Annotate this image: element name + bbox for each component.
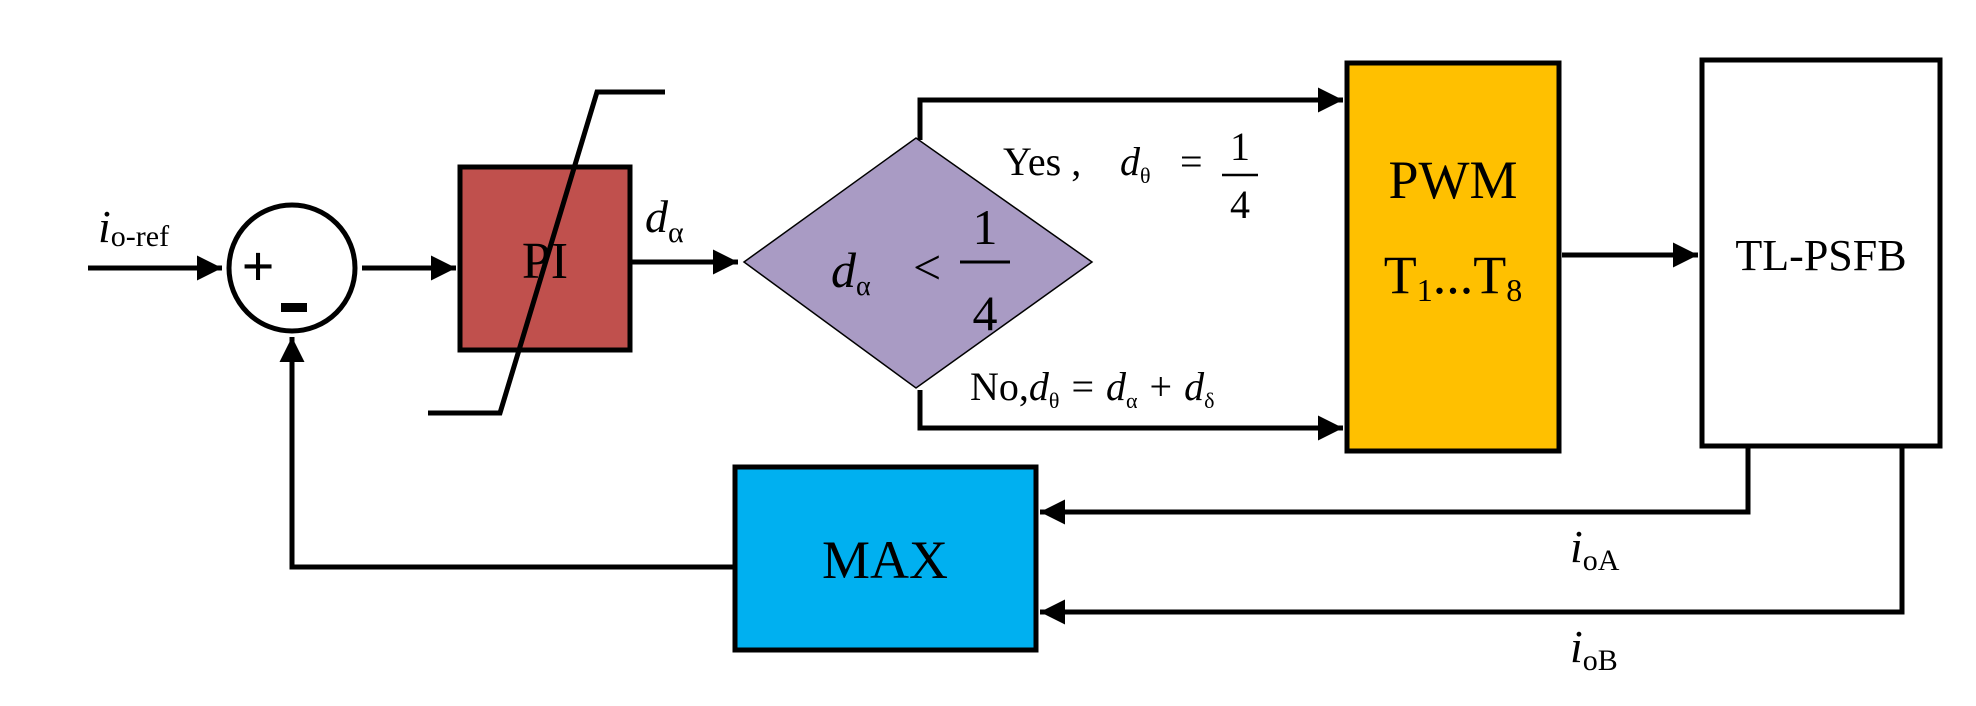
tlpsfb-block-label: TL-PSFB xyxy=(1735,231,1906,280)
yes-branch-prefix: Yes , xyxy=(1003,139,1081,184)
decision-diamond xyxy=(742,137,1094,389)
decision-block: dα < 1 4 xyxy=(742,137,1094,389)
summing-junction: + xyxy=(226,202,358,334)
max-block-box xyxy=(732,464,1039,653)
max-block: MAX xyxy=(732,464,1039,653)
yes-branch-wire xyxy=(917,87,1343,140)
summing-junction-circle xyxy=(226,202,358,334)
tlpsfb-block: TL-PSFB xyxy=(1699,57,1943,449)
yes-branch-var: dθ xyxy=(1120,139,1151,188)
pi-block: PI xyxy=(428,89,665,416)
input-label: io-ref xyxy=(98,201,169,253)
junction-plus-sign: + xyxy=(241,234,274,299)
feedback-a-wire xyxy=(1040,448,1751,525)
max-to-junction-wire xyxy=(279,337,735,570)
max-block-label: MAX xyxy=(822,530,948,590)
yes-branch-label: Yes , dθ = 1 4 xyxy=(1003,124,1258,227)
tlpsfb-block-box xyxy=(1699,57,1943,449)
connection-wires xyxy=(88,87,1905,625)
yes-branch-denominator: 4 xyxy=(1230,182,1250,227)
pwm-block-box xyxy=(1344,60,1562,454)
no-branch-label: No,dθ=dα+dδ xyxy=(970,364,1214,413)
pwm-block-title: PWM xyxy=(1388,150,1517,210)
feedback-b-label: ioB xyxy=(1570,621,1618,677)
yes-branch-equals: = xyxy=(1180,139,1203,184)
decision-fraction-denominator: 4 xyxy=(973,285,998,341)
saturation-curve xyxy=(428,89,665,416)
feedback-b-wire xyxy=(1040,448,1905,625)
pwm-block: PWM T1...T8 xyxy=(1344,60,1562,454)
no-branch-wire xyxy=(917,390,1343,441)
decision-lhs: dα xyxy=(831,242,871,302)
pi-output-label: dα xyxy=(645,191,684,249)
decision-operator: < xyxy=(913,239,941,295)
junction-minus-sign xyxy=(281,303,307,312)
pwm-block-switches: T1...T8 xyxy=(1384,245,1523,308)
yes-branch-numerator: 1 xyxy=(1230,124,1250,169)
feedback-a-label: ioA xyxy=(1570,521,1620,577)
decision-fraction-numerator: 1 xyxy=(973,199,998,255)
